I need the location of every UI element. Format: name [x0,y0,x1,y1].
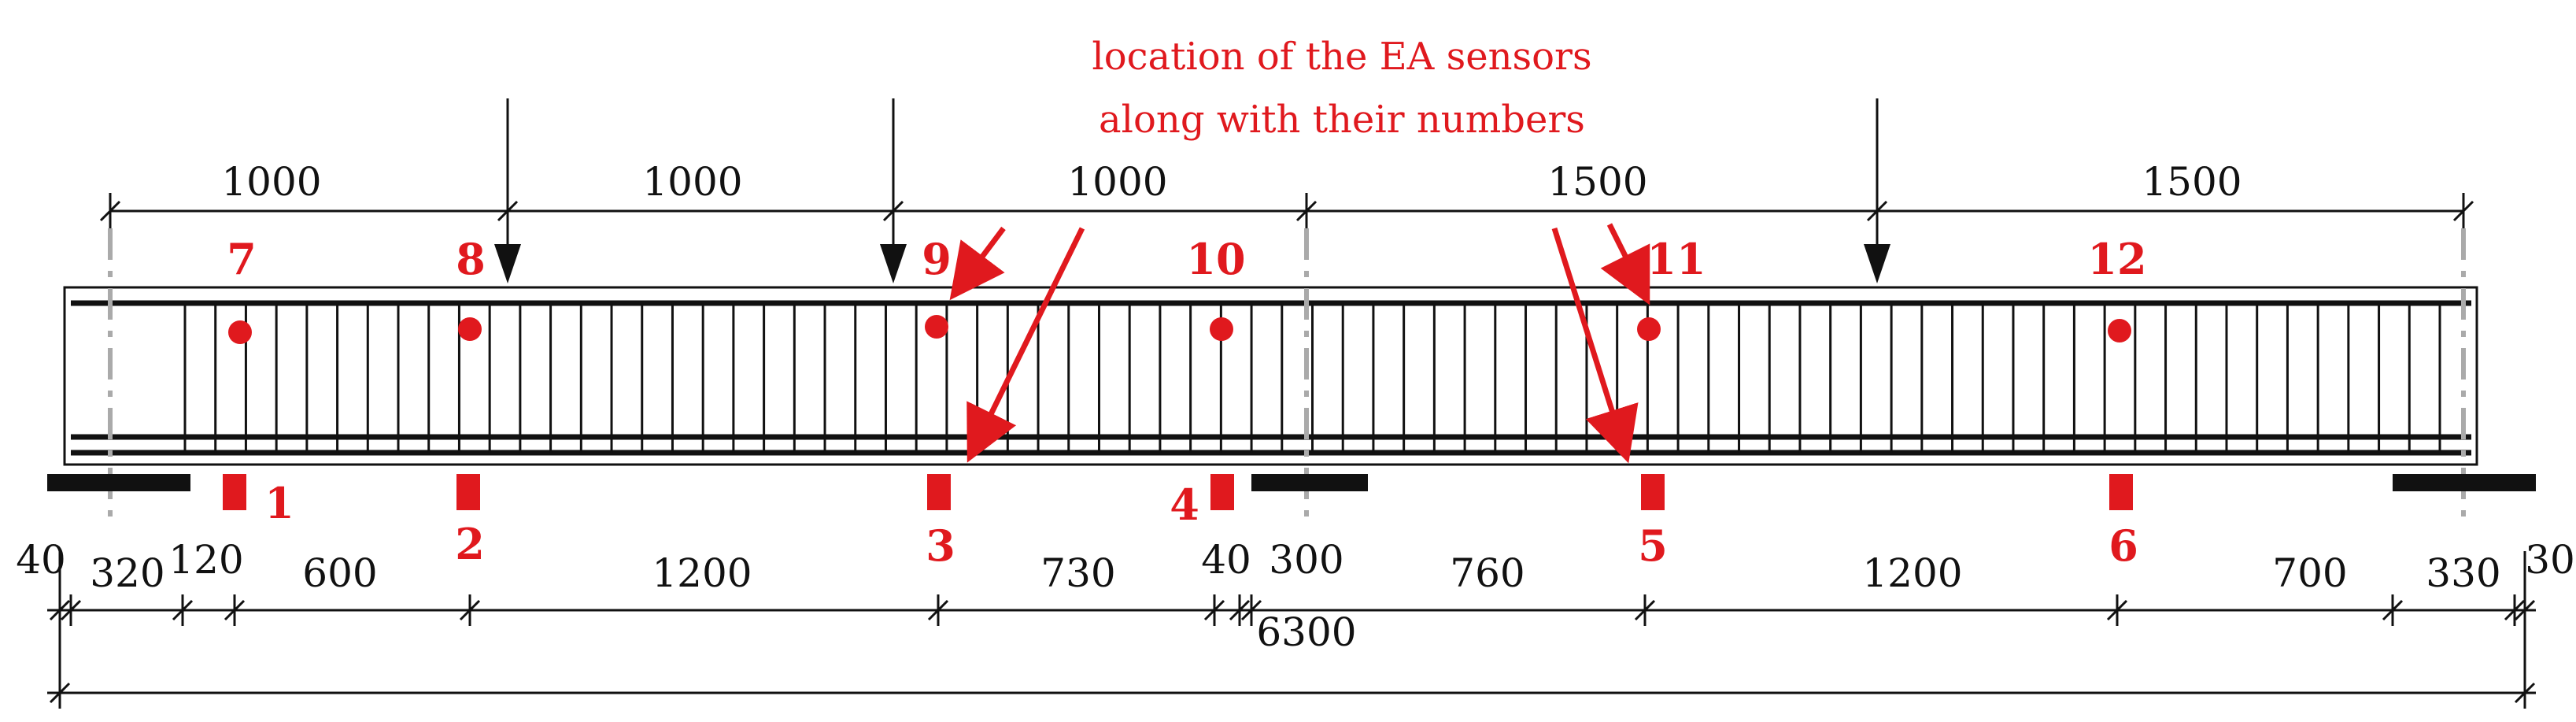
arrow-to-5 [1551,227,1639,464]
load-arrows [494,244,1890,283]
support-right [2393,474,2536,491]
load-arrow-1 [494,244,521,283]
sensor-dot-10 [1210,317,1233,341]
load-arrow-2 [880,244,907,283]
bottom-dim-4: 600 [302,550,377,596]
sensor-label-4: 4 [1170,479,1199,530]
bottom-dim-12: 330 [2426,550,2500,596]
sensor-label-11: 11 [1646,234,1706,284]
bottom-dim-8: 300 [1269,537,1343,583]
sensor-label-12: 12 [2087,234,2146,284]
sensor-label-1: 1 [264,478,294,528]
sensor-dot-12 [2108,319,2131,342]
total-tick-right [2514,682,2536,704]
bottom-dimension-ticks [49,594,2536,626]
load-arrow-3 [1864,244,1890,283]
total-tick-left [49,682,71,704]
top-span-1: 1000 [221,159,321,205]
sensor-rect-3 [927,474,951,510]
support-left [47,474,190,491]
arrow-to-3 [966,227,1085,463]
sensor-label-6: 6 [2108,520,2138,571]
total-length: 6300 [1256,609,1356,655]
top-span-2: 1000 [642,159,742,205]
sensor-label-3: 3 [926,520,955,571]
bottom-dim-10: 1200 [1862,550,1962,596]
sensor-rect-4 [1210,474,1234,510]
sensor-label-10: 10 [1186,234,1245,284]
bottom-dim-9: 760 [1450,550,1525,596]
sensor-rect-2 [456,474,480,510]
bottom-dim-5: 1200 [652,550,752,596]
sensor-dot-9 [925,315,948,339]
load-lines [506,98,1879,272]
sensor-label-2: 2 [455,519,485,569]
top-dimension-line [99,193,2474,228]
sensor-dot-8 [458,317,482,341]
stirrups [183,303,2441,453]
sensor-label-8: 8 [456,234,486,284]
bottom-dim-3: 120 [168,537,243,583]
bottom-dim-7: 40 [1201,537,1251,583]
bottom-dim-13: 30 [2525,537,2575,583]
top-span-3: 1000 [1067,159,1167,205]
annotation-arrows [949,223,1650,464]
bottom-dim-2: 320 [90,550,164,596]
top-span-5: 1500 [2142,159,2242,205]
annotation-line-1: location of the EA sensors [1092,35,1591,79]
arrow-to-9 [949,226,1006,301]
arrow-to-11 [1600,223,1650,305]
sensor-rect-1 [223,474,246,510]
sensor-label-9: 9 [922,234,952,284]
sensor-rect-6 [2109,474,2133,510]
top-span-4: 1500 [1547,159,1647,205]
bottom-dim-6: 730 [1040,550,1115,596]
support-centerlines [108,228,2466,520]
sensor-dot-11 [1637,317,1661,341]
bottom-dim-11: 700 [2272,550,2347,596]
top-sensors [228,315,2131,344]
support-middle [1251,474,1368,491]
sensor-rect-5 [1641,474,1665,510]
annotation-line-2: along with their numbers [1099,98,1585,142]
bottom-dimension-line [47,551,2536,709]
beam-outline [63,286,2478,466]
sensor-label-5: 5 [1638,520,1668,571]
bottom-dim-1: 40 [16,537,66,583]
sensor-label-7: 7 [227,234,257,284]
sensor-dot-7 [228,320,252,344]
bottom-sensors [223,474,2133,510]
